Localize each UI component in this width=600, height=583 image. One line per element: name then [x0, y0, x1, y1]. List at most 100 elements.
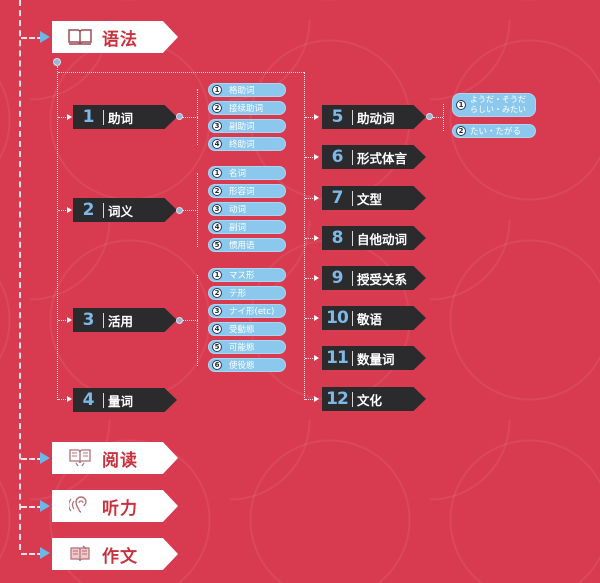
topic-10-honorifics[interactable]: 10 敬语: [322, 306, 426, 330]
topic-number: 2: [82, 200, 95, 220]
number-circle: 5: [212, 342, 222, 352]
topic-2-branch: [183, 210, 198, 211]
pill-3-6[interactable]: 6 使役態: [208, 358, 286, 372]
number-circle: 6: [212, 360, 222, 370]
banner-listening[interactable]: 听力: [52, 490, 178, 522]
connector-topic-2: [58, 210, 68, 211]
arrow-reading: [40, 452, 50, 464]
banner-label: 听力: [102, 498, 138, 519]
topic-label: 词义: [108, 203, 134, 219]
pill-1-1[interactable]: 1 格助词: [208, 83, 286, 97]
pill-label: 格助词: [229, 86, 255, 96]
banner-grammar[interactable]: 语法: [52, 21, 178, 53]
arrow-topic-1: [67, 114, 72, 120]
pill-label: 接续助词: [229, 104, 264, 114]
topic-1-branch-v: [197, 89, 198, 145]
pill-label: 惯用语: [229, 241, 255, 251]
separator: [103, 312, 104, 328]
number-circle: 1: [212, 85, 222, 95]
connector-topic-8: [305, 238, 315, 239]
connector-topic-10: [305, 318, 315, 319]
separator: [103, 202, 104, 218]
arrow-topic-4: [67, 396, 72, 402]
pill-2-3[interactable]: 3 动词: [208, 202, 286, 216]
pill-label: 名词: [229, 169, 247, 179]
arrow-topic-11: [314, 355, 319, 361]
banner-label: 语法: [102, 29, 138, 50]
arrow-listening: [40, 500, 50, 512]
separator: [352, 350, 353, 366]
separator: [103, 109, 104, 125]
topic-9-giving-receiving[interactable]: 9 授受关系: [322, 266, 426, 290]
grammar-node-dot: [53, 58, 61, 66]
topic-11-numerals[interactable]: 11 数量词: [322, 346, 426, 370]
topic-label: 活用: [108, 313, 134, 329]
topic-8-transitive-intransitive[interactable]: 8 自他动词: [322, 226, 426, 250]
grammar-right-connector: [304, 72, 305, 400]
pill-5-1[interactable]: 1 ようだ・そうだ らしい・みたい: [452, 93, 536, 117]
topic-7-sentence-patterns[interactable]: 7 文型: [322, 186, 426, 210]
topic-label: 形式体言: [357, 150, 408, 166]
topic-1-dot: [176, 113, 183, 120]
topic-number: 6: [331, 147, 344, 167]
topic-3-conjugation[interactable]: 3 活用: [73, 308, 177, 332]
grammar-left-connector: [57, 66, 58, 400]
connector-writing: [21, 553, 43, 555]
banner-writing[interactable]: 作文: [52, 538, 178, 570]
topic-2-dot: [176, 207, 183, 214]
topic-label: 文型: [357, 191, 383, 207]
topic-1-particles[interactable]: 1 助词: [73, 105, 177, 129]
pill-label: 动词: [229, 205, 247, 215]
arrow-topic-2: [67, 207, 72, 213]
separator: [352, 310, 353, 326]
arrow-topic-8: [314, 235, 319, 241]
number-circle: 3: [212, 204, 222, 214]
arrow-topic-6: [314, 154, 319, 160]
pill-2-1[interactable]: 1 名词: [208, 166, 286, 180]
connector-topic-7: [305, 198, 315, 199]
number-circle: 2: [456, 126, 466, 136]
topic-6-formal-nouns[interactable]: 6 形式体言: [322, 145, 426, 169]
topic-2-vocabulary[interactable]: 2 词义: [73, 198, 177, 222]
open-book-icon: [67, 448, 93, 468]
topic-5-branch: [433, 117, 443, 118]
grammar-top-connector: [58, 72, 304, 73]
banner-reading[interactable]: 阅读: [52, 442, 178, 474]
topic-12-culture[interactable]: 12 文化: [322, 387, 426, 411]
topic-number: 9: [331, 268, 344, 288]
pill-label: 副助词: [229, 122, 255, 132]
topic-3-branch-v: [197, 275, 198, 366]
separator: [352, 270, 353, 286]
topic-5-branch-v: [443, 104, 444, 131]
topic-number: 7: [331, 188, 344, 208]
topic-4-measure-words[interactable]: 4 量词: [73, 388, 177, 412]
pill-label: 使役態: [229, 361, 255, 371]
banner-label: 作文: [102, 546, 138, 567]
topic-number: 4: [82, 390, 95, 410]
connector-topic-4: [58, 399, 68, 400]
topic-number: 11: [326, 348, 349, 368]
topic-number: 8: [331, 228, 344, 248]
number-circle: 4: [212, 324, 222, 334]
topic-5-auxiliary-verbs[interactable]: 5 助动词: [322, 105, 426, 129]
arrow-grammar: [40, 31, 50, 43]
arrow-topic-7: [314, 195, 319, 201]
pill-label-multiline: ようだ・そうだ らしい・みたい: [470, 95, 526, 115]
connector-topic-6: [305, 157, 315, 158]
number-circle: 1: [212, 168, 222, 178]
connector-topic-5: [305, 117, 315, 118]
connector-listening: [21, 506, 43, 508]
pill-label: マス形: [229, 271, 255, 281]
